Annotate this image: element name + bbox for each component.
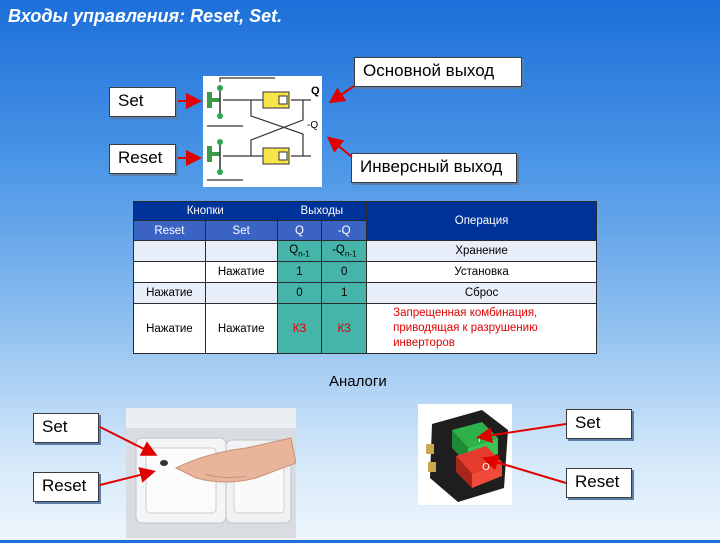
warning-line: Запрещенная комбинация,	[393, 307, 538, 319]
subheader-notq: -Q	[321, 220, 368, 241]
arrow-inverse-output	[326, 136, 353, 158]
cell-q: 1	[276, 261, 323, 283]
table-row: Нажатие Нажатие КЗ КЗ Запрещенная комбин…	[133, 303, 597, 354]
cell-operation-warning: Запрещенная комбинация, приводящая к раз…	[366, 303, 597, 354]
cell-reset	[133, 261, 206, 283]
reset-label-top: Reset	[109, 144, 176, 174]
warning-line: приводящая к разрушению	[393, 322, 538, 334]
cell-set	[204, 282, 278, 304]
cell-operation: Сброс	[366, 282, 597, 304]
header-outputs: Выходы	[276, 201, 368, 221]
truth-table: Кнопки Выходы Операция Reset Set Q -Q Qn…	[133, 201, 597, 354]
cell-reset: Нажатие	[133, 282, 206, 304]
subheader-q: Q	[276, 220, 323, 241]
cell-set: Нажатие	[204, 261, 278, 283]
push-switch-photo: I O	[418, 404, 512, 505]
circuit-notq-label: -Q	[307, 120, 318, 131]
cell-notq: 0	[321, 261, 368, 283]
cell-set: Нажатие	[204, 303, 278, 354]
cell-operation: Установка	[366, 261, 597, 283]
inverse-output-label: Инверсный выход	[351, 153, 517, 183]
cell-reset: Нажатие	[133, 303, 206, 354]
cell-operation: Хранение	[366, 240, 597, 262]
table-row: Qn-1 -Qn-1 Хранение	[133, 240, 597, 262]
cell-q: Qn-1	[276, 240, 323, 262]
header-buttons: Кнопки	[133, 201, 278, 221]
cell-q: 0	[276, 282, 323, 304]
wall-switch-photo	[126, 408, 297, 538]
set-label-right: Set	[566, 409, 632, 439]
cell-q: КЗ	[276, 303, 323, 354]
subheader-reset: Reset	[133, 220, 206, 241]
page-title: Входы управления: Reset, Set.	[8, 6, 283, 26]
circuit-q-label: Q	[311, 85, 320, 97]
cell-set	[204, 240, 278, 262]
arrow-main-output	[328, 85, 355, 104]
table-row: Нажатие 0 1 Сброс	[133, 282, 597, 304]
set-label-left: Set	[33, 413, 99, 443]
header-operation: Операция	[366, 201, 597, 241]
reset-label-right: Reset	[566, 468, 632, 498]
cell-reset	[133, 240, 206, 262]
rs-trigger-circuit: Q -Q	[203, 76, 322, 187]
reset-label-left: Reset	[33, 472, 99, 502]
table-row: Нажатие 1 0 Установка	[133, 261, 597, 283]
cell-notq: -Qn-1	[321, 240, 368, 262]
svg-text:I: I	[478, 434, 481, 445]
subheader-set: Set	[204, 220, 278, 241]
warning-line: инверторов	[393, 337, 455, 349]
main-output-label: Основной выход	[354, 57, 522, 87]
cell-notq: КЗ	[321, 303, 368, 354]
set-label-top: Set	[109, 87, 176, 117]
svg-text:O: O	[482, 462, 490, 473]
analogs-caption: Аналоги	[329, 373, 387, 390]
cell-notq: 1	[321, 282, 368, 304]
